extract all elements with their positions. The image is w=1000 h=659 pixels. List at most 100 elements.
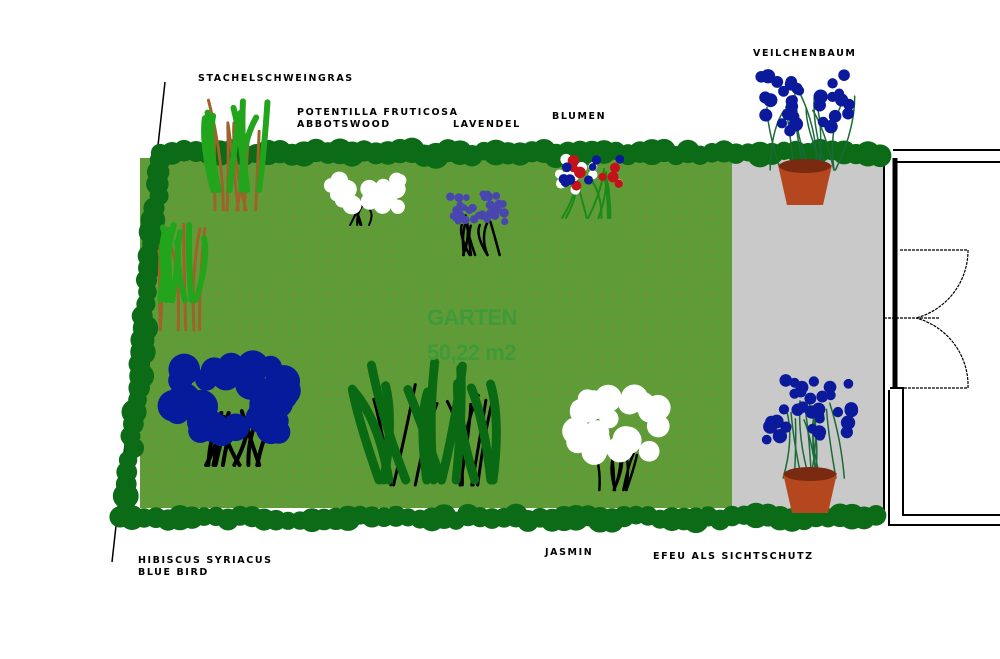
flower — [844, 403, 859, 418]
plant-ornamental-grass — [347, 357, 501, 487]
stem — [466, 383, 496, 485]
flower — [457, 211, 464, 219]
stem — [825, 408, 837, 479]
plant-blumen — [554, 153, 625, 219]
stem — [254, 129, 261, 212]
flower — [765, 415, 778, 429]
flower — [788, 116, 804, 132]
plant-lavendel — [446, 190, 509, 257]
stem — [477, 223, 489, 257]
stem — [486, 379, 501, 485]
flower — [646, 414, 670, 438]
plant-jasmin — [562, 384, 671, 492]
flower — [606, 436, 633, 463]
flower — [492, 192, 501, 200]
label-lavendel: LAVENDEL — [453, 119, 521, 130]
flower — [470, 216, 478, 224]
flower — [483, 214, 491, 223]
label-jasmin: JASMIN — [545, 547, 594, 558]
flower — [843, 378, 854, 389]
flower — [787, 94, 798, 106]
pot-rim — [779, 159, 831, 173]
stem — [451, 363, 466, 485]
plant-stachelschweingras-2 — [157, 222, 209, 332]
stem — [831, 101, 843, 171]
stem — [168, 238, 181, 303]
flower — [456, 204, 465, 213]
flower — [475, 211, 483, 220]
label-veilchenbaum: VEILCHENBAUM — [753, 48, 857, 59]
flower — [338, 179, 357, 199]
flower — [598, 172, 607, 181]
pot-rim — [784, 467, 836, 481]
plant-veilchenbaum-top — [755, 69, 856, 205]
flower — [772, 428, 788, 444]
flower — [840, 426, 853, 439]
stem — [230, 104, 249, 193]
flower — [763, 93, 778, 108]
flower — [577, 399, 601, 423]
flower — [454, 217, 462, 225]
flower — [823, 380, 837, 394]
flower — [499, 200, 507, 208]
flower — [249, 387, 283, 421]
flower — [211, 361, 241, 391]
flower — [584, 420, 610, 446]
flower — [761, 434, 772, 445]
flower — [455, 194, 463, 202]
hedge-leaf — [112, 483, 139, 509]
flower — [812, 425, 827, 440]
stem — [185, 222, 195, 303]
flower — [574, 166, 586, 179]
flower — [607, 171, 619, 183]
flower — [827, 91, 838, 103]
label-potentilla-1: POTENTILLA FRUTICOSA — [297, 107, 459, 118]
flower — [221, 413, 250, 442]
garden-title: GARTEN — [427, 305, 517, 330]
flower — [562, 417, 590, 445]
flower — [814, 413, 825, 424]
flower-pot — [778, 165, 832, 205]
label-efeu: EFEU ALS SICHTSCHUTZ — [653, 551, 814, 562]
flower — [461, 215, 470, 225]
flower — [615, 154, 625, 164]
stem — [418, 387, 433, 485]
house-wall — [883, 149, 1000, 526]
plant-potentilla — [323, 171, 407, 226]
flower — [168, 353, 201, 386]
flower — [638, 440, 660, 462]
flower — [759, 108, 773, 122]
flower — [390, 199, 405, 214]
stem — [828, 402, 846, 479]
stem — [182, 222, 188, 332]
stem — [812, 109, 835, 171]
plant-hibiscus — [157, 350, 301, 467]
flower — [838, 69, 850, 81]
flower — [808, 376, 819, 387]
patio — [732, 152, 884, 512]
flower — [791, 403, 804, 416]
flower — [784, 77, 798, 91]
ivy-hedge — [109, 137, 892, 534]
flower — [778, 85, 789, 97]
flower — [804, 405, 819, 419]
stem — [192, 235, 209, 303]
stem — [157, 226, 172, 303]
hedge-leaf — [868, 144, 892, 168]
flower — [828, 109, 842, 123]
flower — [778, 404, 790, 415]
stem — [782, 410, 791, 479]
stem — [834, 95, 856, 171]
flower — [274, 386, 298, 409]
flower — [825, 390, 836, 401]
flower — [342, 195, 362, 215]
flower — [571, 180, 582, 191]
stem — [605, 178, 611, 219]
flower — [465, 206, 474, 214]
flower — [843, 98, 855, 111]
flower — [817, 116, 829, 128]
plant-veilchenbaum-bottom — [761, 374, 859, 513]
flower — [588, 163, 597, 171]
